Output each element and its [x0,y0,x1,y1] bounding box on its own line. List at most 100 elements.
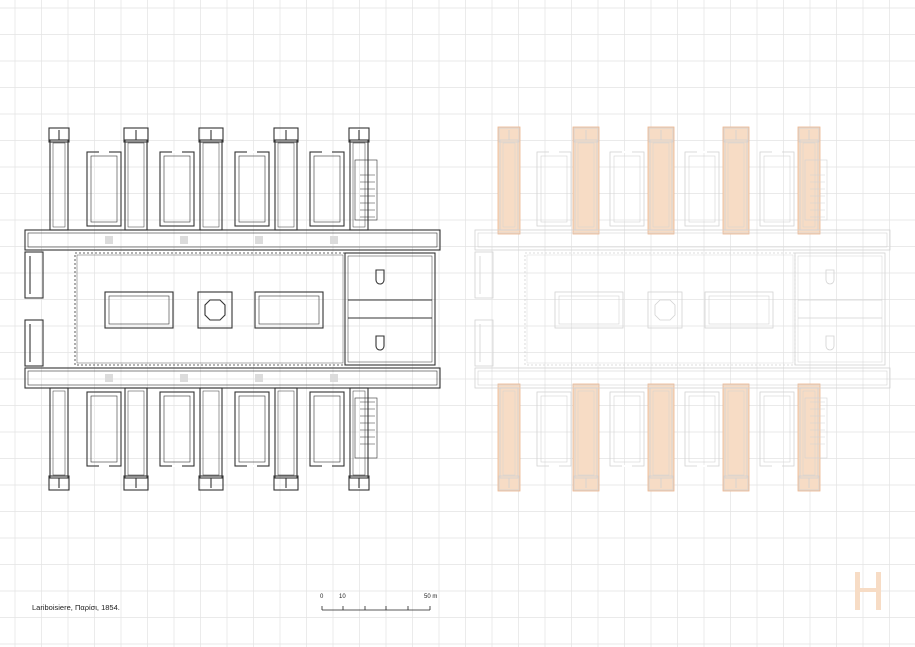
pavilion-head-north [573,127,599,143]
pavilion-head-north [723,127,749,143]
central-courtyard [74,252,346,366]
corridor-south [474,367,891,389]
corridor-north [24,229,441,251]
basin-east [704,291,774,329]
pavilion-bar-south-inner [502,390,516,476]
basin-west [554,291,624,329]
pavilion-head-south [123,475,149,491]
corridor-south-inner [477,370,888,386]
pavilion-head-south [273,475,299,491]
apse-north [825,269,835,285]
ward-south-inner [313,395,341,463]
apse-north [375,269,385,285]
scale-label-0: 0 [320,594,324,600]
pavilion-head-south [198,475,224,491]
corridor-south [24,367,441,389]
basin-east-inner [258,295,320,325]
ward-south-inner [238,395,266,463]
corridor-north [474,229,891,251]
floor-plan-original [24,127,441,491]
corridor-tint [255,374,263,382]
pavilion-head-north [123,127,149,143]
ward-south [234,391,270,467]
ward-north [759,151,795,227]
pavilion-bar-south [49,387,69,479]
fountain-frame [197,291,233,329]
pavilion-head-south [723,475,749,491]
highlight-bar-south [722,383,750,492]
west-block-south [474,319,494,367]
pavilion-bar-south-inner [52,390,66,476]
ward-north-inner [238,155,266,223]
basin-west [104,291,174,329]
logo-bar [876,572,881,610]
corridor-north-inner [477,232,888,248]
east-wing [344,252,436,366]
corridor-tint [255,236,263,244]
highlight-bar-south [797,383,821,492]
highlight-bar-south [572,383,600,492]
ward-south [609,391,645,467]
corridor-south-inner [27,370,438,386]
pavilion-bar-north [49,139,69,231]
ward-north-inner [613,155,641,223]
pavilion-head-north [198,127,224,143]
west-block-north [474,251,494,299]
pavilion-head-south [573,475,599,491]
ward-south-inner [763,395,791,463]
basin-east [254,291,324,329]
pavilion-bar-south-inner [802,390,816,476]
pavilion-bar-south-inner [352,390,366,476]
ward-south [536,391,572,467]
corridor-tint [180,374,188,382]
pavilion-bar-north-inner [502,142,516,228]
apse-south [375,335,385,351]
pavilion-head-south [348,475,370,491]
ward-south-inner [613,395,641,463]
pavilion-head-north [798,127,820,143]
stair-block-se [354,397,378,459]
stair-block-ne [354,159,378,221]
east-wing-inner [347,255,433,363]
east-wing [794,252,886,366]
corridor-north-inner [27,232,438,248]
pavilion-bar-north-inner [652,142,670,228]
pavilion-bar-south [124,387,148,479]
pavilion-bar-south-inner [577,390,595,476]
pavilion-bar-north [349,139,369,231]
ward-north [234,151,270,227]
logo-bar [855,572,860,610]
highlight-bar-north [497,126,521,235]
highlight-bar-south [647,383,675,492]
pavilion-bar-south-inner [652,390,670,476]
pavilion-bar-north-inner [352,142,366,228]
pavilion-head-north [498,127,520,143]
pavilion-bar-south-inner [727,390,745,476]
pavilion-bar-north-inner [802,142,816,228]
ward-north [309,151,345,227]
stair-block-se [804,397,828,459]
highlight-bar-north [572,126,600,235]
ward-north [609,151,645,227]
pavilion-head-south [648,475,674,491]
corridor-tint [180,236,188,244]
pavilion-bar-south [349,387,369,479]
corridor-tint [105,236,113,244]
pavilion-head-north [273,127,299,143]
west-block-south [24,319,44,367]
highlight-bar-north [797,126,821,235]
highlight-bar-north [647,126,675,235]
pavilion-bar-north [274,139,298,231]
pavilion-head-north [348,127,370,143]
ward-north [536,151,572,227]
ward-south [759,391,795,467]
logo-crossbar [860,588,876,592]
ward-south-inner [90,395,118,463]
highlight-bar-north [722,126,750,235]
pavilion-bar-south [199,387,223,479]
ward-south [159,391,195,467]
ward-north [684,151,720,227]
highlight-bar-south [497,383,521,492]
